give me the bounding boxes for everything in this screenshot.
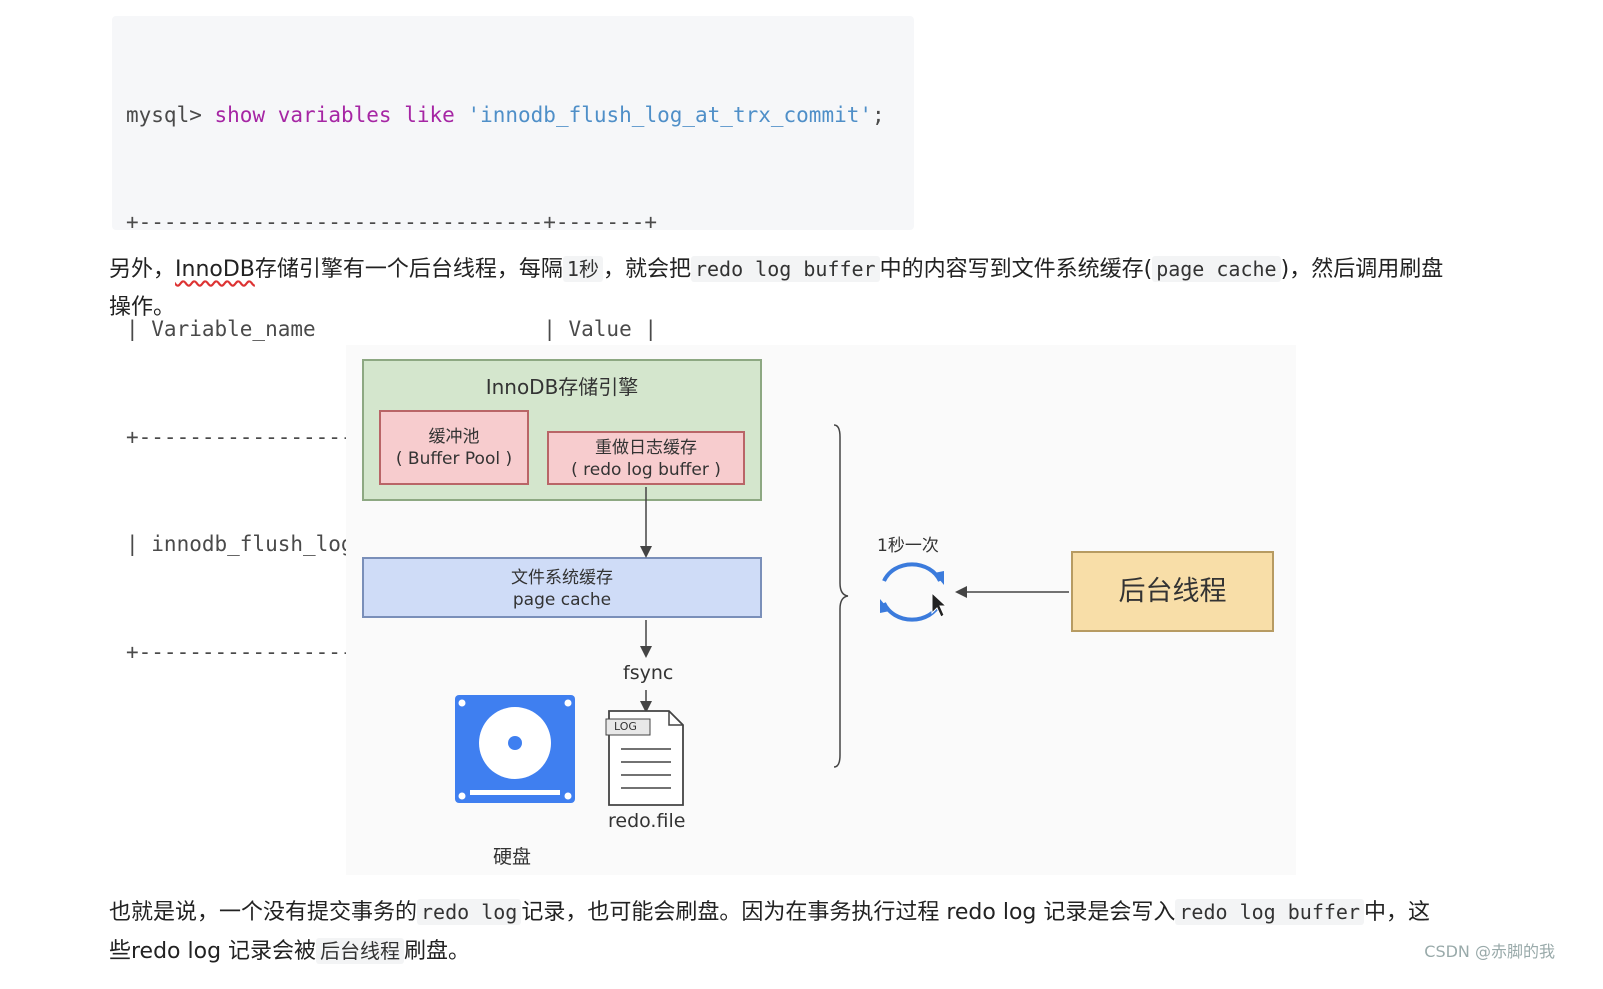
brace-icon — [833, 424, 849, 768]
fsync-label: fsync — [623, 662, 674, 684]
text: 中，这 — [1364, 900, 1431, 925]
inline-code: redo log buffer — [1175, 899, 1365, 925]
diagram-connectors — [455, 424, 1069, 806]
log-file-icon — [605, 710, 684, 806]
redo-log-buffer-box: 重做日志缓存 ( redo log buffer ) — [547, 431, 745, 485]
refresh-loop-icon — [880, 562, 944, 622]
page-cache-box: 文件系统缓存 page cache — [362, 557, 762, 618]
thread-label: 后台线程 — [1118, 576, 1227, 607]
inline-code: redo log buffer — [690, 256, 880, 282]
redo-buffer-en: ( redo log buffer ) — [571, 460, 721, 480]
table-border: +--------------------------------+------… — [126, 209, 658, 234]
hard-disk-label: 硬盘 — [493, 846, 532, 868]
text: 记录，也可能会刷盘。因为在事务执行过程 redo log 记录是会写入 — [521, 900, 1176, 925]
text: ，就会把 — [602, 257, 691, 282]
page-cache-en: page cache — [512, 590, 612, 610]
text: 些redo log 记录会被 — [109, 939, 317, 964]
text: 中的内容写到文件系统缓存( — [879, 257, 1153, 282]
inline-code: 1秒 — [562, 256, 603, 282]
text: )，然后调用刷盘 — [1280, 257, 1444, 282]
text: 刷盘。 — [404, 939, 471, 964]
inline-code: redo log — [417, 899, 522, 925]
query-string: 'innodb_flush_log_at_trx_commit' — [467, 102, 873, 127]
buffer-pool-box: 缓冲池 ( Buffer Pool ) — [379, 410, 529, 485]
text: 另外， — [109, 257, 176, 282]
text: 也就是说，一个没有提交事务的 — [109, 900, 418, 925]
mysql-prompt: mysql> — [126, 102, 202, 127]
hard-disk-icon — [455, 695, 575, 803]
innodb-term: InnoDB — [175, 257, 255, 282]
text: 操作。 — [109, 295, 176, 320]
semicolon: ; — [872, 102, 885, 127]
text: 存储引擎有一个后台线程，每隔 — [254, 257, 563, 282]
csdn-watermark: CSDN @赤脚的我 — [1424, 942, 1555, 961]
innodb-title: InnoDB存储引擎 — [485, 375, 639, 399]
inline-code: 后台线程 — [316, 938, 405, 964]
inline-code: page cache — [1152, 256, 1281, 282]
buffer-pool-en: ( Buffer Pool ) — [395, 449, 513, 469]
keyword-variables: variables — [277, 102, 392, 127]
code-block: mysql> show variables like 'innodb_flush… — [112, 16, 914, 664]
redo-file-label: redo.file — [608, 810, 686, 832]
keyword-show: show — [214, 102, 266, 127]
table-header-row: | Variable_name | Value | — [126, 317, 658, 342]
mouse-cursor-icon — [931, 591, 948, 618]
flush-diagram: InnoDB存储引擎 缓冲池 ( Buffer Pool ) 重做日志缓存 ( … — [346, 345, 1296, 875]
redo-buffer-cn: 重做日志缓存 — [595, 438, 697, 458]
keyword-like: like — [404, 102, 455, 127]
buffer-pool-cn: 缓冲池 — [428, 427, 480, 447]
log-tag-label: LOG — [614, 720, 637, 733]
interval-label: 1秒一次 — [877, 536, 939, 556]
page-cache-cn: 文件系统缓存 — [511, 568, 613, 588]
background-thread-box: 后台线程 — [1071, 551, 1274, 632]
code-query-line: mysql> show variables like 'innodb_flush… — [126, 98, 914, 134]
